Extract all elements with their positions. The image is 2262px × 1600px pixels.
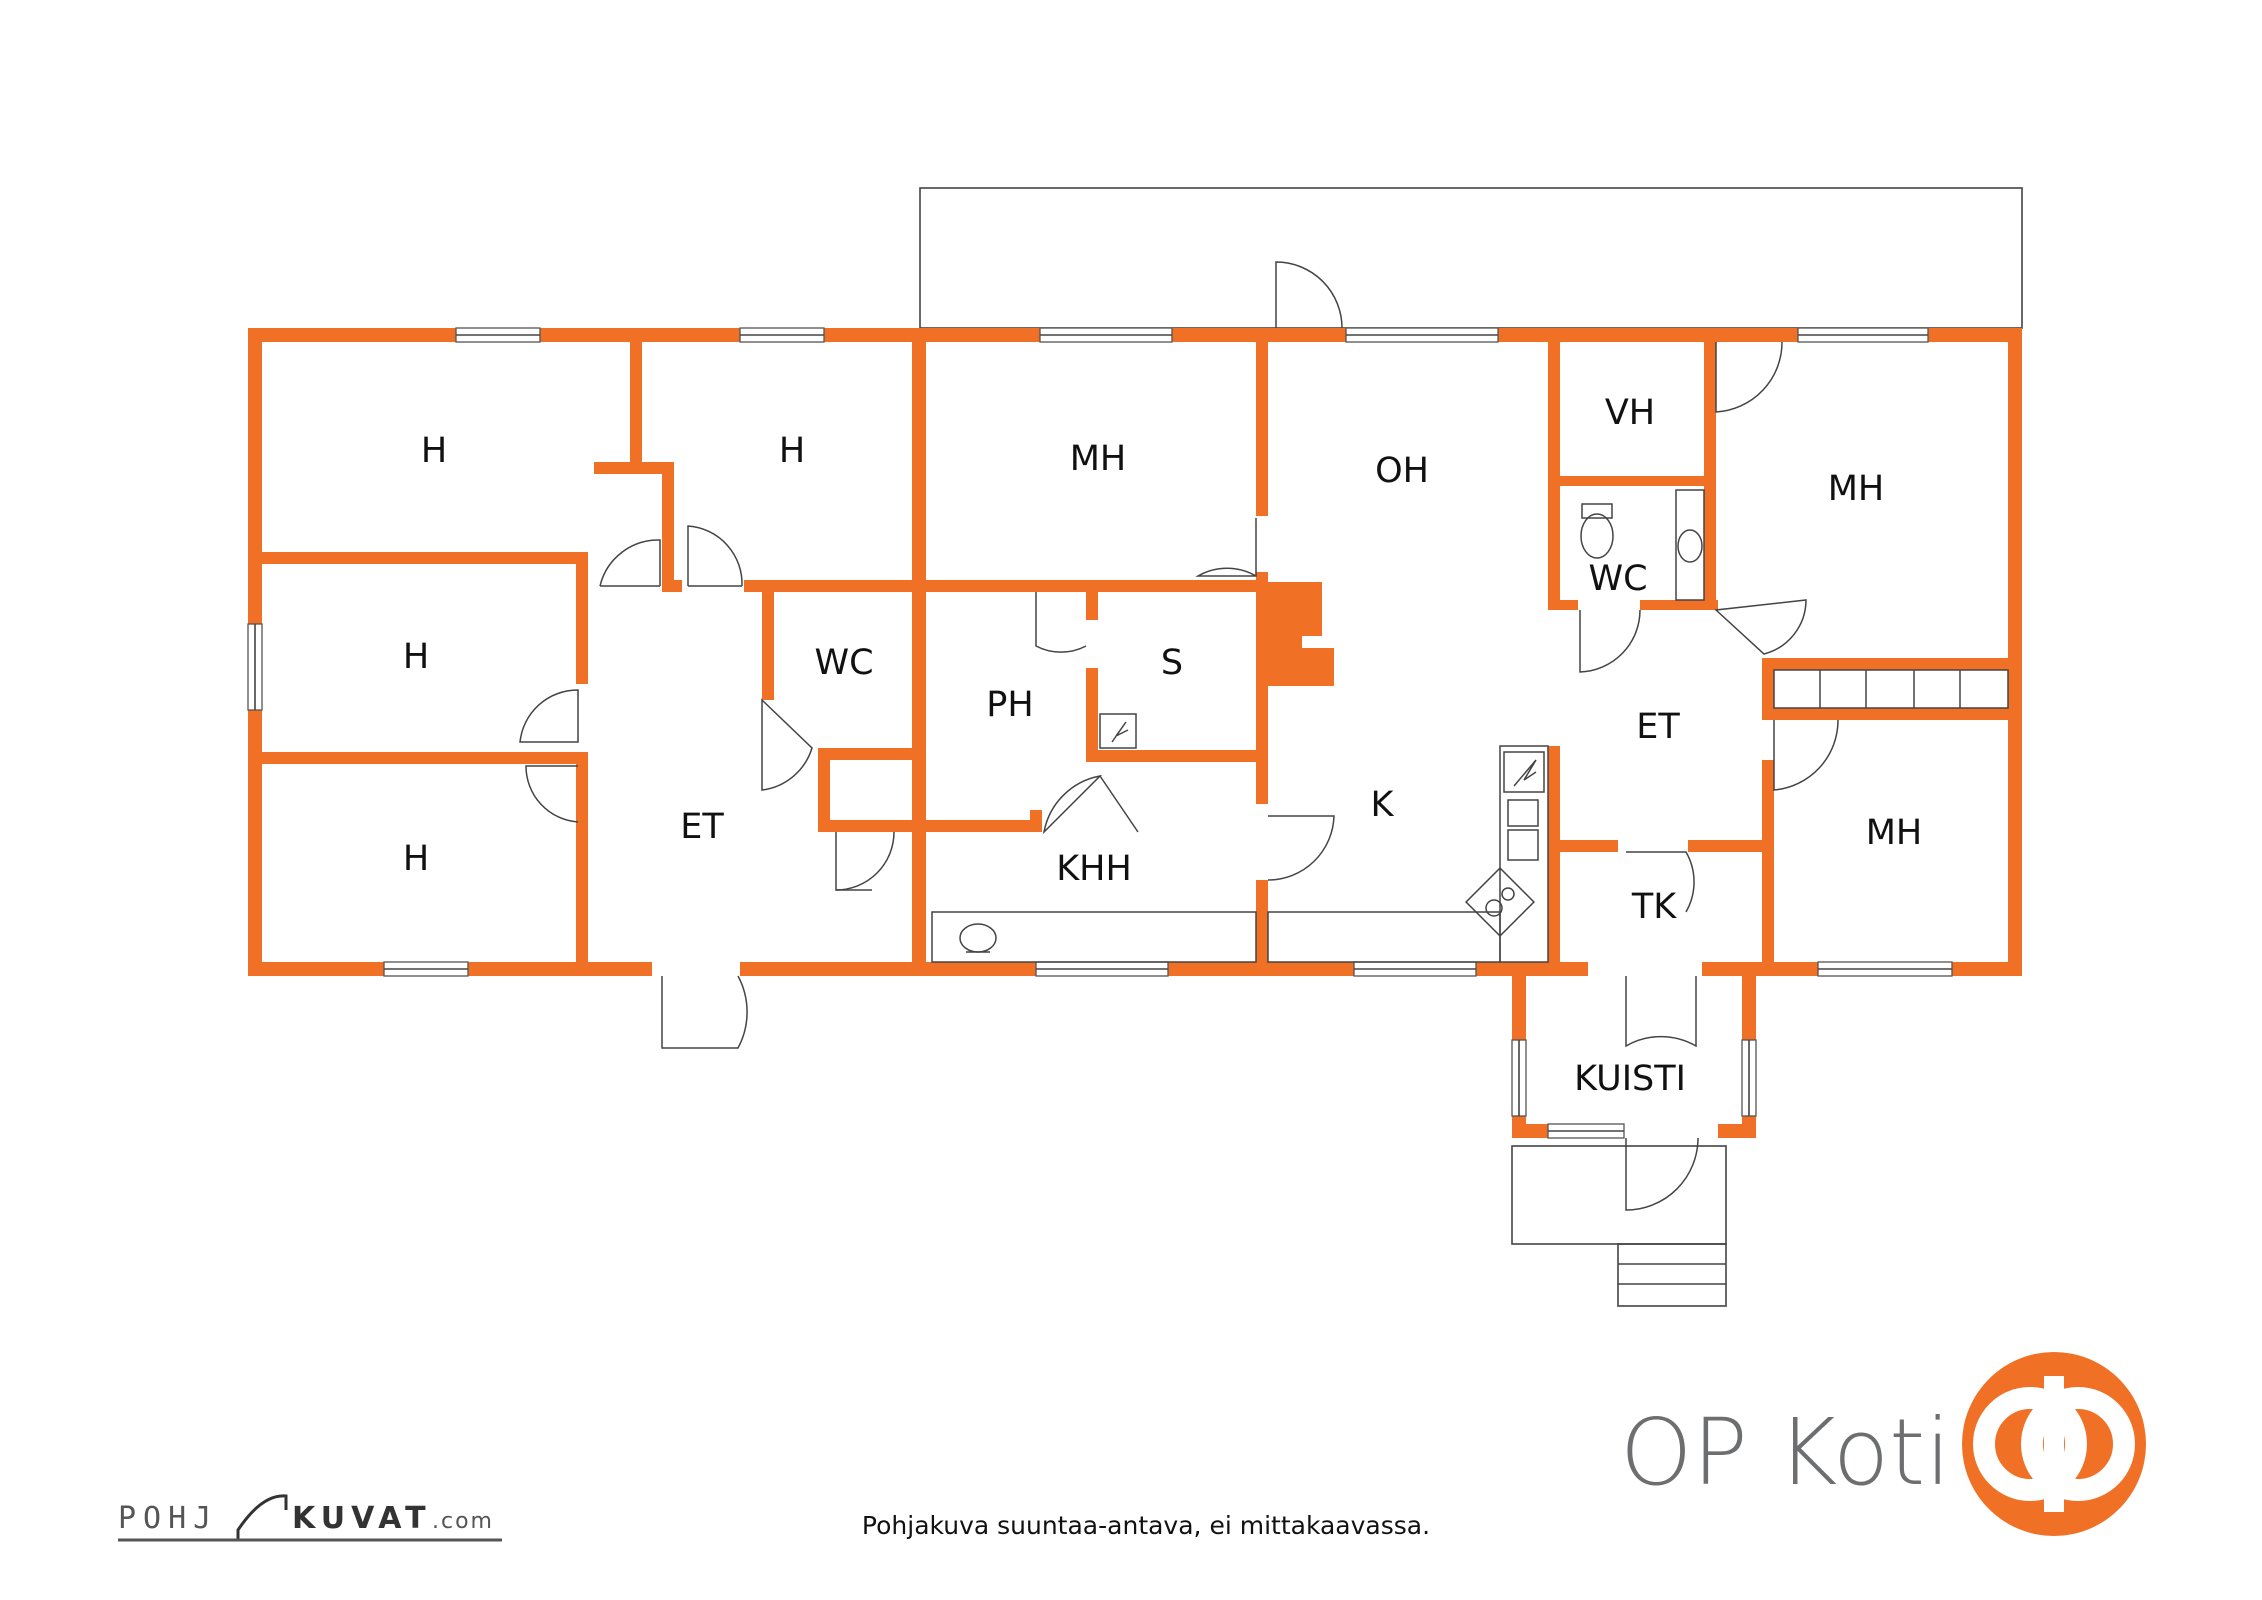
terrace	[919, 187, 2023, 329]
porch-deck	[1511, 1145, 1727, 1307]
brand-name: OP Koti	[1620, 1399, 1951, 1506]
room-labels: H H H H MH OH VH MH WC WC S PH ET ET K M…	[403, 393, 1922, 1099]
room-label-vh: VH	[1605, 393, 1655, 433]
room-label-khh: KHH	[1056, 849, 1132, 889]
op-logo-icon	[1962, 1352, 2146, 1536]
credit-suffix: .com	[432, 1509, 494, 1534]
room-label-mh1: MH	[1070, 439, 1127, 479]
room-label-h3: H	[403, 637, 429, 677]
credit-part2: KUVAT	[292, 1501, 432, 1536]
room-label-et1: ET	[680, 807, 724, 847]
room-label-mh2: MH	[1828, 469, 1885, 509]
room-label-wc1: WC	[814, 643, 873, 683]
room-label-h1: H	[421, 431, 447, 471]
room-label-oh: OH	[1375, 451, 1429, 491]
room-label-h2: H	[779, 431, 805, 471]
fixtures	[931, 489, 2009, 963]
room-label-wc2: WC	[1588, 559, 1647, 599]
room-label-h4: H	[403, 839, 429, 879]
room-label-k: K	[1371, 785, 1395, 825]
pohjakuvat-credit: POHJ KUVAT .com	[118, 1494, 502, 1542]
credit-part1: POHJ	[118, 1501, 218, 1536]
windows	[247, 327, 1953, 1139]
room-label-s: S	[1161, 643, 1183, 683]
room-label-mh3: MH	[1866, 813, 1923, 853]
room-label-kuisti: KUISTI	[1574, 1059, 1686, 1099]
credit-arch-icon	[236, 1494, 288, 1540]
walls	[248, 328, 2022, 1138]
room-label-ph: PH	[986, 685, 1033, 725]
doors	[519, 261, 1839, 1211]
room-label-tk: TK	[1631, 887, 1677, 927]
room-label-et2: ET	[1636, 707, 1680, 747]
disclaimer-text: Pohjakuva suuntaa-antava, ei mittakaavas…	[862, 1511, 1430, 1540]
op-koti-brand: OP Koti	[1620, 1352, 2146, 1536]
